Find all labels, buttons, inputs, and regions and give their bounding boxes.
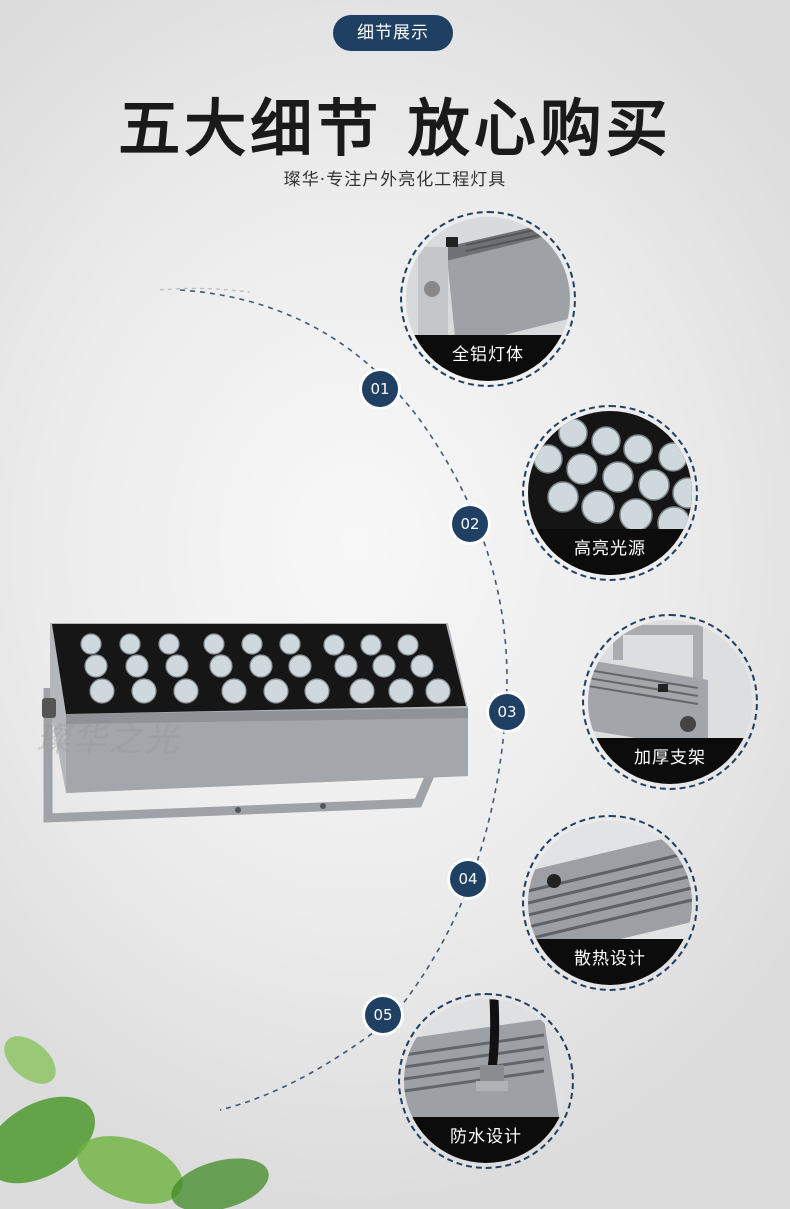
marker-04: 04 [450, 861, 486, 897]
detail-bright-led: 高亮光源 [522, 405, 698, 581]
detail-caption: 防水设计 [404, 1117, 568, 1163]
led-array [80, 633, 451, 704]
marker-05: 05 [365, 997, 401, 1033]
detail-thick-bracket: 加厚支架 [582, 614, 758, 790]
detail-caption: 全铝灯体 [406, 335, 570, 381]
detail-heat-dissipation: 散热设计 [522, 815, 698, 991]
detail-waterproof: 防水设计 [398, 993, 574, 1169]
led-floodlight-image [42, 623, 468, 823]
marker-03: 03 [489, 694, 525, 730]
watermark-text: 璨华之光 [36, 720, 180, 760]
detail-aluminum-body: 全铝灯体 [400, 211, 576, 387]
brand-subline: 璨华·专注户外亮化工程灯具 [283, 170, 507, 190]
detail-caption: 高亮光源 [528, 529, 692, 575]
marker-01: 01 [362, 371, 398, 407]
detail-caption: 加厚支架 [588, 738, 752, 784]
page-headline: 五大细节 放心购买 [118, 92, 672, 165]
section-badge: 细节展示 [333, 15, 453, 51]
leaves-decoration [0, 1036, 269, 1209]
marker-02: 02 [452, 506, 488, 542]
detail-caption: 散热设计 [528, 939, 692, 985]
